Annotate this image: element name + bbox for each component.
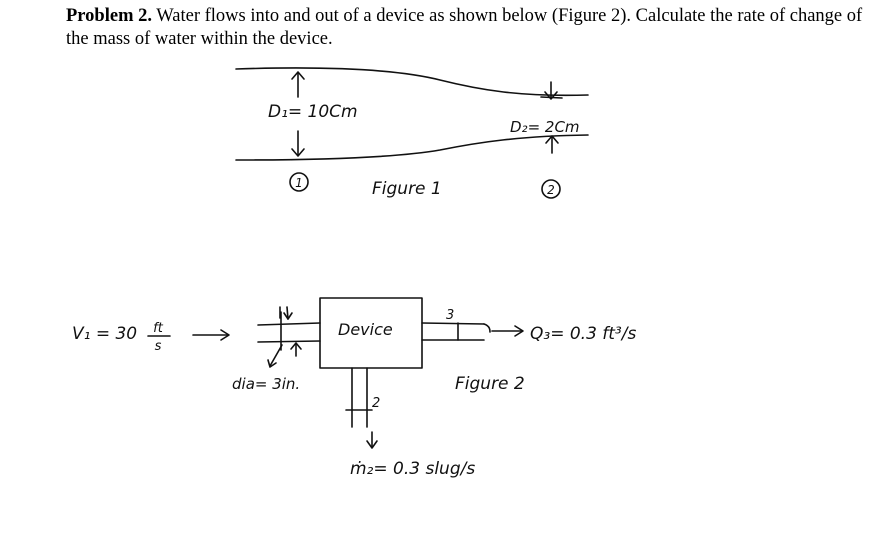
problem-statement: Problem 2. Water flows into and out of a… <box>66 5 866 51</box>
v1-flow-arrow <box>192 329 230 341</box>
inlet-station-marker <box>279 306 293 320</box>
d1-label: D₁= 10Cm <box>268 102 358 122</box>
station-1-label: 1 <box>295 176 303 190</box>
m2-flow-arrow <box>366 431 378 449</box>
d1-dimension-arrow-top <box>291 71 305 98</box>
figure-2: dia= 3in. V₁ = 30 ft s Device 3 Q₃= 0.3 … <box>72 297 636 479</box>
q3-label: Q₃= 0.3 ft³/s <box>530 324 636 344</box>
inlet-pipe-top <box>257 322 321 326</box>
d2-dimension-arrow-top <box>540 81 563 100</box>
pipe-top-wall <box>235 67 589 97</box>
outlet2-label: 2 <box>372 396 380 411</box>
device-box <box>319 297 423 369</box>
v1-unit-denominator: s <box>155 339 162 354</box>
figure-1-caption: Figure 1 <box>372 179 442 199</box>
d2-label: D₂= 2Cm <box>510 118 580 136</box>
figure-2-caption: Figure 2 <box>455 374 525 394</box>
v1-unit-fraction: ft s <box>147 321 171 354</box>
outlet3-pipe-top <box>421 322 485 325</box>
inlet-pipe-bottom <box>257 340 321 343</box>
device-label: Device <box>338 320 393 339</box>
v1-label: V₁ = 30 <box>72 324 137 344</box>
dia-arrows <box>267 342 302 368</box>
station-2-marker: 2 <box>541 179 561 199</box>
problem-label: Problem 2. <box>66 6 152 26</box>
station-1-marker: 1 <box>289 172 309 192</box>
outlet3-label: 3 <box>446 308 454 323</box>
station-2-label: 2 <box>547 183 555 197</box>
pipe-bottom-wall <box>235 134 589 161</box>
m2-label: ṁ₂= 0.3 slug/s <box>350 459 475 479</box>
q3-flow-arrow <box>483 323 524 337</box>
d2-dimension-arrow-bottom <box>545 135 559 154</box>
v1-unit-numerator: ft <box>153 321 164 336</box>
problem-body: Water flows into and out of a device as … <box>66 6 863 49</box>
d1-dimension-arrow-bottom <box>291 130 305 157</box>
figure-1: D₁= 10Cm D₂= 2Cm 1 2 Figure 1 <box>235 67 589 199</box>
dia-label: dia= 3in. <box>232 375 300 393</box>
